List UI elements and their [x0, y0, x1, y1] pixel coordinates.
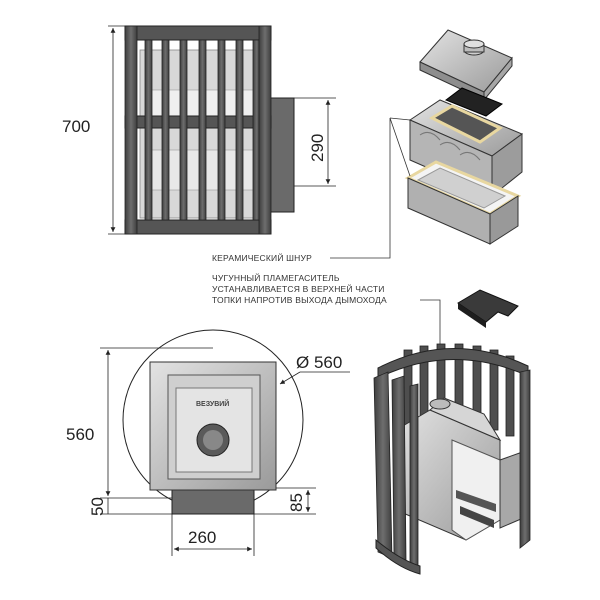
dim-diameter: Ø 560 — [296, 353, 342, 372]
dim-side-height: 290 — [308, 134, 327, 162]
dim-top-offset: 50 — [88, 497, 107, 516]
dim-door-width: 260 — [188, 528, 216, 547]
lid-gasket — [444, 87, 504, 117]
front-bars — [124, 25, 272, 235]
flame-breaker-line-2: УСТАНАВЛИВАЕТСЯ В ВЕРХНЕЙ ЧАСТИ — [212, 283, 385, 294]
ceramic-cord-leader — [330, 117, 411, 259]
dim-front-height: 700 — [62, 117, 90, 136]
lower-section — [404, 160, 522, 245]
dim-door-offset: 85 — [287, 493, 306, 512]
flame-breaker-line-1: ЧУГУННЫЙ ПЛАМЕГАСИТЕЛЬ — [212, 272, 340, 283]
front-top-band — [124, 25, 272, 41]
front-side-box — [267, 97, 295, 213]
door-logo: ВЕЗУВИЙ — [196, 399, 229, 408]
top-lid — [419, 29, 513, 102]
assembled-view — [373, 343, 531, 575]
exploded-view: КЕРАМИЧЕСКИЙ ШНУР — [212, 29, 524, 263]
flame-breaker-note: ЧУГУННЫЙ ПЛАМЕГАСИТЕЛЬ УСТАНАВЛИВАЕТСЯ В… — [212, 272, 519, 420]
front-bottom-band — [124, 219, 272, 235]
dim-top-depth: 560 — [66, 425, 94, 444]
front-view: 700 290 — [62, 25, 336, 235]
ceramic-cord-label: КЕРАМИЧЕСКИЙ ШНУР — [212, 252, 312, 263]
top-view: ВЕЗУВИЙ 560 50 85 260 Ø 560 — [66, 329, 350, 556]
flame-breaker-part — [457, 289, 519, 323]
flame-breaker-line-3: ТОПКИ НАПРОТИВ ВЫХОДА ДЫМОХОДА — [212, 295, 387, 305]
